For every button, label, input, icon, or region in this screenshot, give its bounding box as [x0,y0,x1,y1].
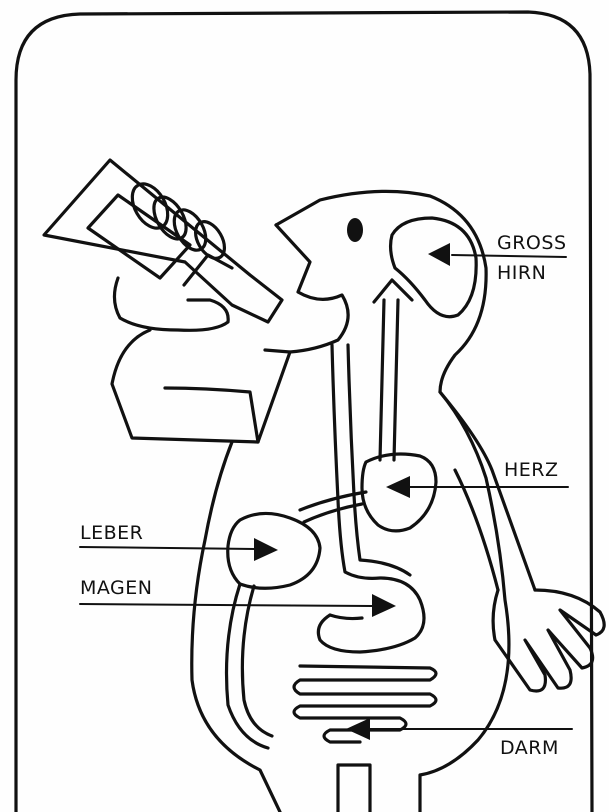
label-hirn: HIRN [497,262,546,284]
label-darm: DARM [500,737,559,759]
label-gross: GROSS [497,232,567,254]
label-herz: HERZ [504,459,559,481]
frame [16,12,592,812]
bottle [44,160,282,322]
blood-vessel [380,300,384,460]
brain [391,218,477,317]
eye [347,218,363,242]
label-magen: MAGEN [80,577,153,599]
label-leber: LEBER [80,522,143,544]
